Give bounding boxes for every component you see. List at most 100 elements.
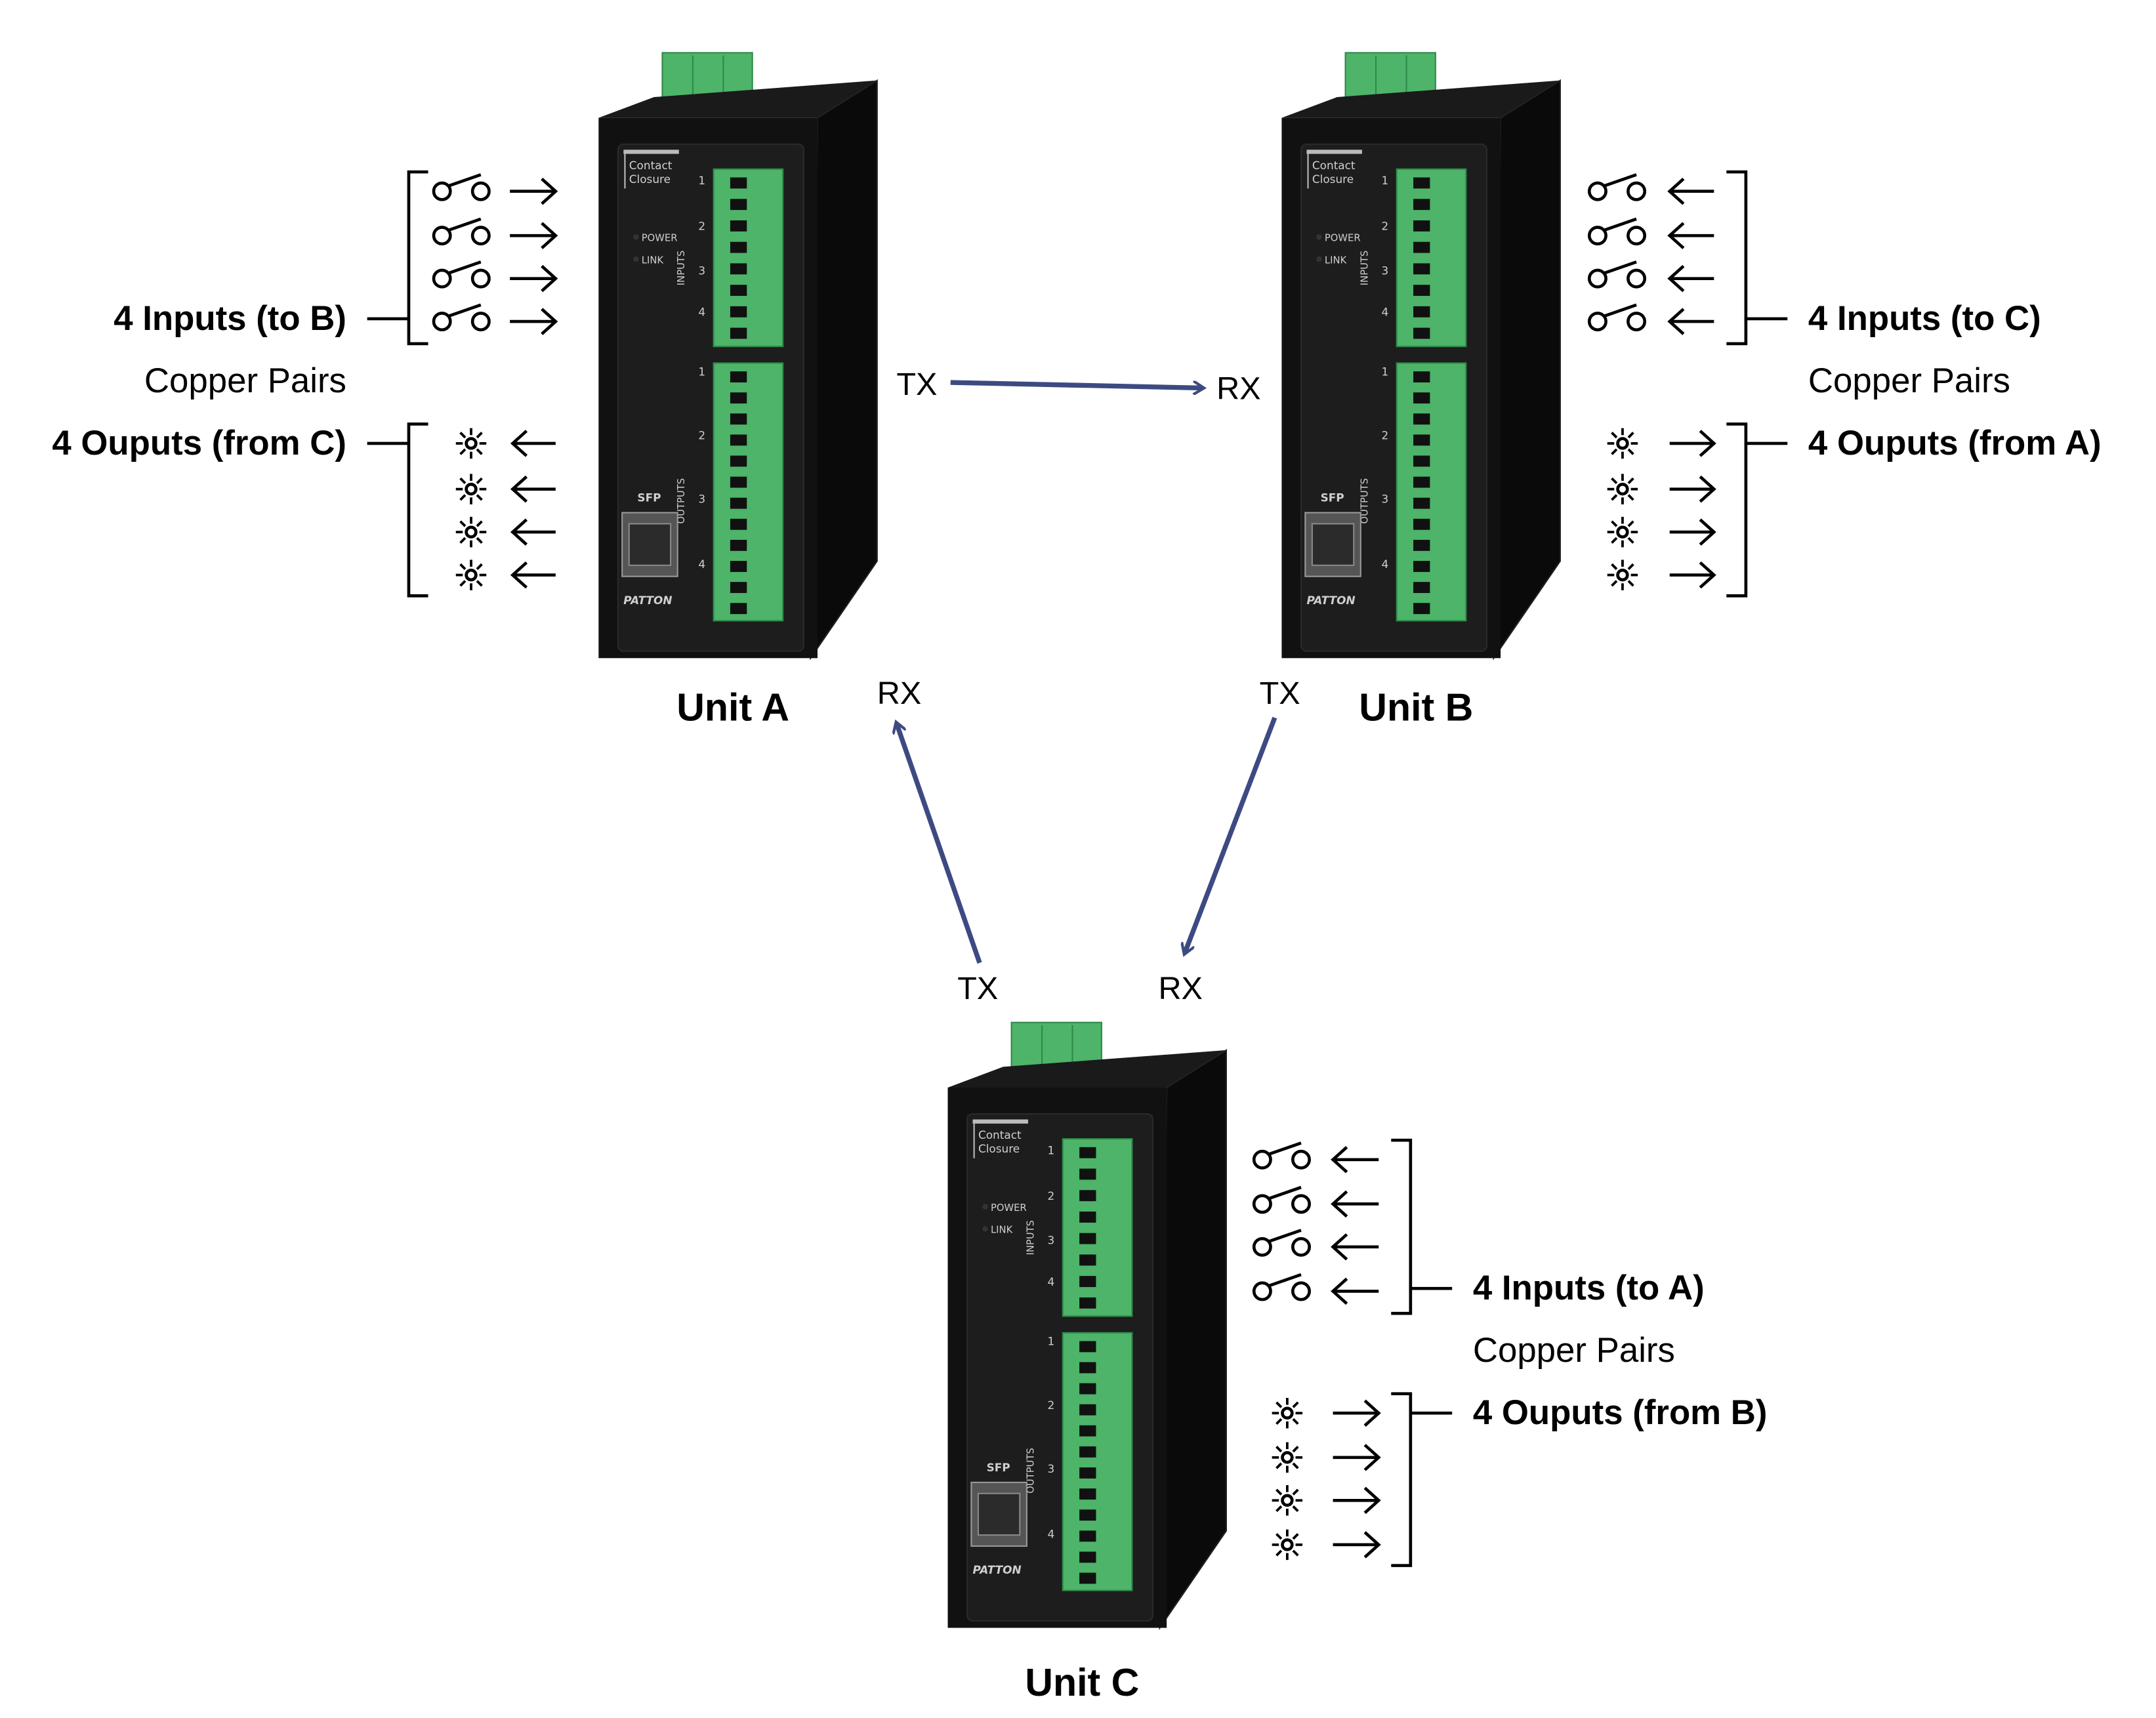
terminal-slot — [1413, 285, 1430, 297]
terminal-slot — [730, 582, 747, 594]
terminal-slot — [730, 561, 747, 572]
lamp-icon — [1607, 428, 1638, 459]
terminal-slot — [730, 327, 747, 339]
terminal-slot — [1079, 1190, 1096, 1202]
power-led-label: POWER — [642, 233, 678, 244]
terminal-slot — [1413, 413, 1430, 425]
tx-label: TX — [896, 367, 937, 402]
arrow-right-icon — [510, 177, 558, 205]
switch-contact-icon — [1252, 1229, 1311, 1257]
output-number: 2 — [1381, 429, 1388, 442]
terminal-slot — [1413, 306, 1430, 317]
input-number: 1 — [1381, 174, 1388, 187]
arrow-left-icon — [1667, 308, 1714, 335]
terminal-slot — [1413, 220, 1430, 232]
terminal-slot — [1079, 1530, 1096, 1542]
terminal-slot — [1079, 1425, 1096, 1437]
switch-contact-icon — [1252, 1273, 1311, 1301]
terminal-slot — [1079, 1341, 1096, 1353]
terminal-slot — [1413, 603, 1430, 615]
unit-a-device: Contact Closure POWER LINK INPUTS OUTPUT… — [598, 52, 878, 661]
lamp-icon — [455, 560, 487, 590]
switch-contact-icon — [432, 173, 491, 201]
terminal-slot — [1079, 1467, 1096, 1479]
terminal-slot — [730, 497, 747, 509]
bracket — [1391, 1138, 1413, 1315]
lamp-icon — [1607, 560, 1638, 590]
terminal-slot — [1079, 1383, 1096, 1395]
bracket — [407, 422, 428, 598]
terminal-slot — [1079, 1509, 1096, 1521]
terminal-slot — [730, 539, 747, 551]
arrow-left-icon — [510, 561, 556, 589]
switch-contact-icon — [432, 303, 491, 332]
input-terminal-block — [1062, 1138, 1133, 1317]
power-led-label: POWER — [1325, 233, 1361, 244]
unit-c-device: Contact Closure POWER LINK INPUTS OUTPUT… — [947, 1021, 1228, 1631]
outputs-label: OUTPUTS — [676, 478, 687, 524]
sfp-label: SFP — [1321, 491, 1344, 504]
terminal-slot — [730, 455, 747, 467]
output-terminal-block — [1396, 362, 1467, 622]
switch-contact-icon — [1252, 1141, 1311, 1170]
link-arrow — [950, 380, 1203, 388]
switch-contact-icon — [1252, 1185, 1311, 1214]
lamp-icon — [455, 474, 487, 504]
patton-logo: PATTON — [973, 1563, 1022, 1576]
power-led-label: POWER — [991, 1202, 1027, 1214]
terminal-slot — [730, 241, 747, 253]
rx-label: RX — [1216, 371, 1260, 406]
arrow-left-icon — [510, 475, 556, 503]
unit-a-label: Unit A — [676, 685, 789, 729]
input-number: 3 — [1381, 264, 1388, 277]
arrow-right-icon — [1333, 1486, 1381, 1515]
lamp-icon — [1272, 1398, 1303, 1429]
terminal-slot — [1413, 539, 1430, 551]
sfp-label: SFP — [987, 1461, 1010, 1474]
arrow-right-icon — [1669, 518, 1716, 546]
panel-title: Contact — [629, 159, 673, 172]
arrow-right-icon — [510, 308, 558, 335]
terminal-slot — [1079, 1551, 1096, 1563]
link-led-label: LINK — [1325, 255, 1347, 266]
panel-title: Closure — [1312, 173, 1354, 186]
switch-contact-icon — [432, 217, 491, 246]
input-number: 2 — [1048, 1189, 1055, 1202]
link-c-to-a: TX RX — [877, 676, 999, 1006]
arrow-left-icon — [510, 430, 556, 457]
output-number: 1 — [698, 365, 705, 378]
terminal-slot — [1413, 327, 1430, 339]
arrow-left-icon — [510, 518, 556, 546]
input-number: 3 — [698, 264, 705, 277]
panel-title: Closure — [629, 173, 671, 186]
arrow-right-icon — [1669, 475, 1716, 503]
switch-contact-icon — [432, 260, 491, 289]
outputs-label: OUTPUTS — [1359, 478, 1370, 524]
arrow-left-icon — [1667, 264, 1714, 293]
arrow-left-icon — [1667, 222, 1714, 249]
switch-contact-icon — [1587, 260, 1647, 289]
terminal-slot — [730, 371, 747, 383]
output-terminal-block — [1062, 1332, 1133, 1591]
terminal-slot — [730, 434, 747, 446]
output-number: 3 — [698, 493, 705, 506]
inputs-label: INPUTS — [1025, 1220, 1036, 1256]
unit-b-device: Contact Closure POWER LINK INPUTS OUTPUT… — [1281, 52, 1561, 661]
rx-label: RX — [877, 676, 921, 711]
terminal-slot — [1413, 371, 1430, 383]
link-arrow — [1185, 716, 1277, 953]
terminal-slot — [1413, 434, 1430, 446]
output-number: 1 — [1381, 365, 1388, 378]
terminal-slot — [730, 413, 747, 425]
arrow-left-icon — [1667, 177, 1714, 205]
terminal-slot — [730, 285, 747, 297]
terminal-slot — [1079, 1362, 1096, 1374]
panel-title: Contact — [1312, 159, 1356, 172]
terminal-slot — [730, 518, 747, 530]
inputs-label: 4 Inputs (to C) — [1808, 299, 2041, 338]
link-led-label: LINK — [642, 255, 664, 266]
terminal-slot — [1079, 1168, 1096, 1180]
